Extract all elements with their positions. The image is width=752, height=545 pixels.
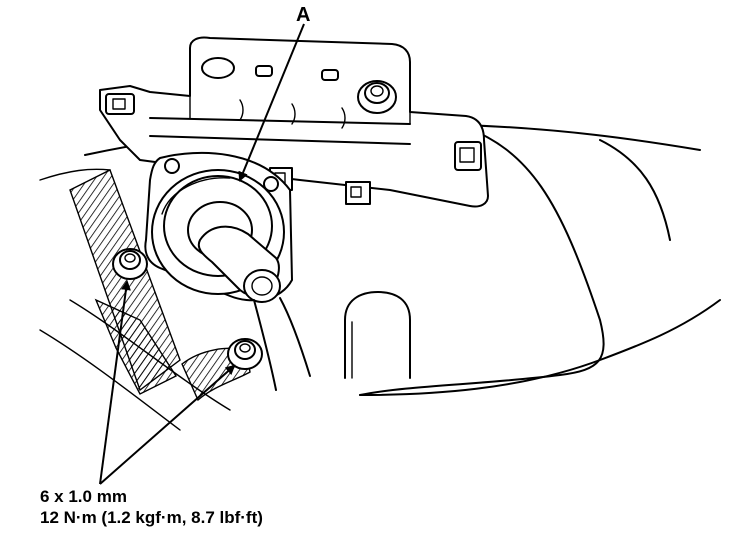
bracket-nut bbox=[357, 80, 397, 114]
fastener-size-text: 6 x 1.0 mm bbox=[40, 487, 127, 506]
callout-a-leader bbox=[238, 23, 305, 182]
fastener-spec: 6 x 1.0 mm 12 N·m (1.2 kgf·m, 8.7 lbf·ft… bbox=[40, 486, 263, 528]
body-slot bbox=[344, 291, 411, 379]
hatched-hoses bbox=[39, 168, 251, 402]
callout-label-a: A bbox=[296, 4, 311, 26]
flange-nut-lower bbox=[227, 338, 263, 370]
flange-nut-left bbox=[112, 248, 148, 280]
spec-leader-lower-nut bbox=[99, 364, 236, 485]
wire-harness bbox=[197, 225, 311, 391]
torque-spec-text: 12 N·m (1.2 kgf·m, 8.7 lbf·ft) bbox=[40, 508, 263, 527]
spec-leader-left-nut bbox=[99, 280, 131, 485]
